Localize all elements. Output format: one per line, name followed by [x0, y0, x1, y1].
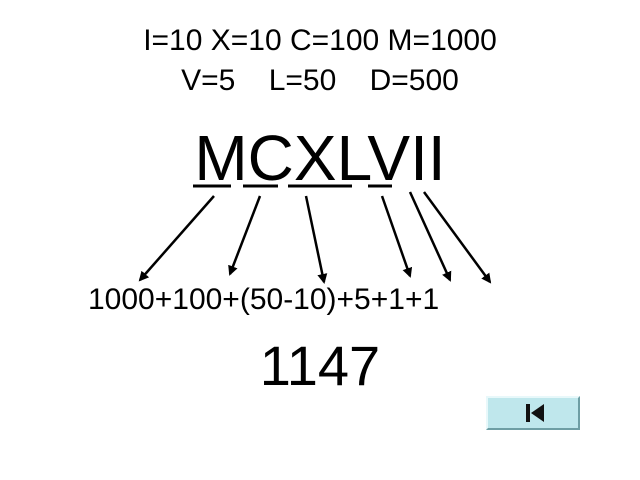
arrow-xl	[304, 195, 328, 284]
numeral-group-i-1: I	[410, 122, 428, 194]
arrow-v	[380, 195, 413, 278]
arrow-i-1	[408, 191, 452, 282]
result-value: 1147	[259, 334, 381, 397]
expansion-expression: 1000+100+(50-10)+5+1+1	[88, 283, 440, 316]
arrow-i-2	[422, 191, 492, 284]
skip-back-icon	[526, 404, 544, 422]
numeral-group-i-2: I	[427, 122, 446, 194]
numeral-group-m: M	[194, 122, 248, 194]
arrow-c	[228, 195, 262, 276]
numeral-group-xl: XL	[293, 122, 368, 194]
back-to-start-button[interactable]	[486, 396, 580, 430]
roman-numeral: MCXLVII	[0, 120, 640, 196]
legend-line-1: I=10 X=10 C=100 M=1000	[143, 24, 497, 57]
numeral-group-v: V	[367, 122, 411, 194]
arrow-m	[138, 195, 215, 282]
legend-line-2: V=5 L=50 D=500	[181, 64, 459, 97]
numeral-group-c: C	[247, 122, 294, 194]
